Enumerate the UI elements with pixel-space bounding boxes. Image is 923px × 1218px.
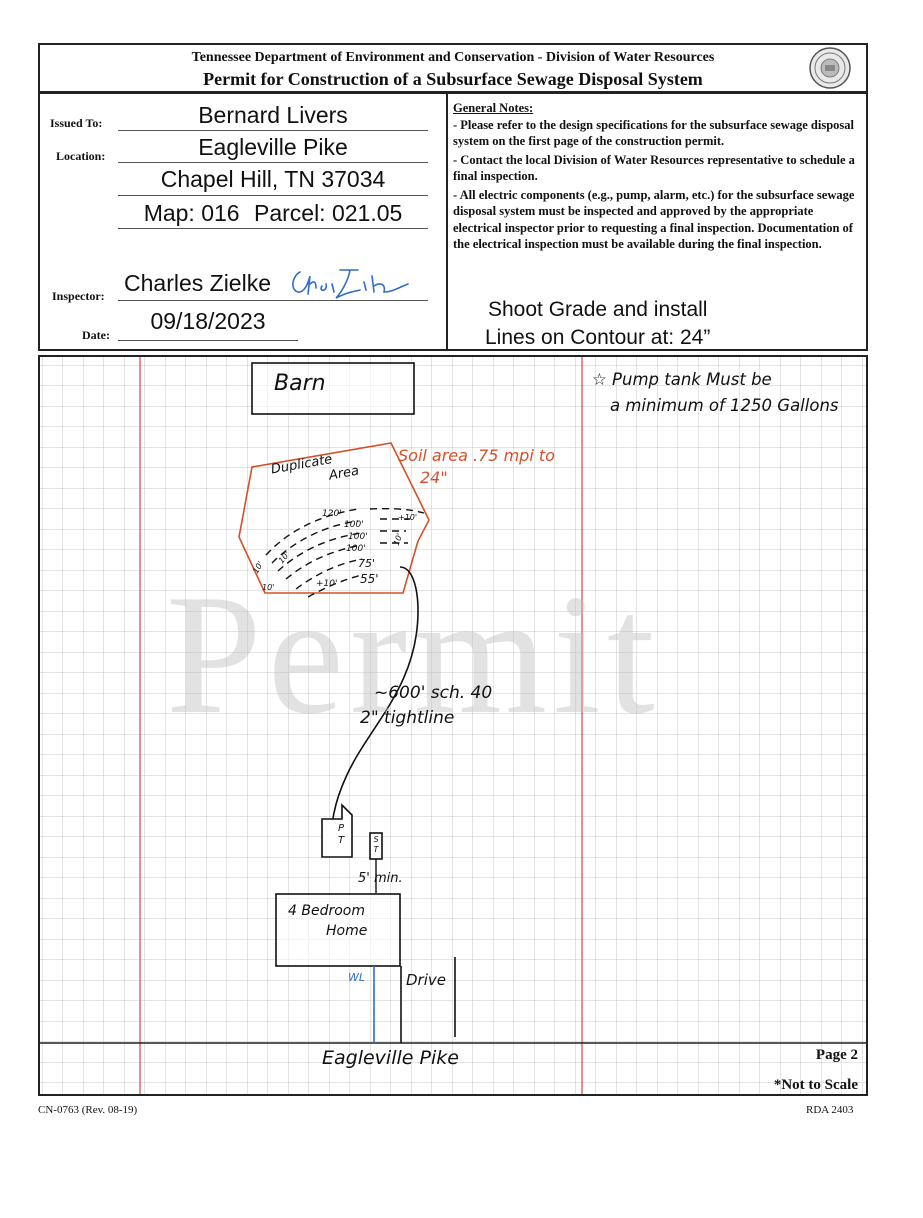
contour-label-100b: 100' [348,532,368,542]
site-sketch-box: Permit Barn ☆ Pump tank Must be a minimu… [38,355,868,1096]
state-seal-icon [809,47,851,89]
barn-outline [251,362,415,415]
date-value: 09/18/2023 [118,308,298,341]
barn-label: Barn [274,371,326,396]
septic-tank-label: S T [373,835,379,854]
drive-label: Drive [406,971,446,989]
grid-background [40,357,866,1094]
pump-tank-outline [321,803,353,858]
inspector-label: Inspector: [52,289,105,303]
info-divider [446,94,448,349]
tightline-line2: 2" tightline [360,708,455,728]
instruction-line2: Lines on Contour at: 24” [485,326,711,349]
permit-watermark: Permit [166,560,661,750]
date-label: Date: [82,328,110,342]
contour-label-100a: 100' [344,520,364,530]
tightline-line1: ~600' sch. 40 [374,683,493,703]
instruction-line1: Shoot Grade and install [488,298,708,321]
permit-title: Permit for Construction of a Subsurface … [203,69,703,89]
pump-tank-label: P T [337,823,345,846]
contour-lines [265,507,425,598]
contour-label-100c: 100' [346,544,366,554]
inspector-signature [292,269,409,299]
rda-number: RDA 2403 [806,1104,854,1116]
home-outline [275,893,401,967]
notes-heading: General Notes: [453,101,534,115]
pump-note-line1: ☆ Pump tank Must be [592,370,772,389]
corner-label-1: +10' [398,513,418,522]
inspector-name: Charles Zielke [124,270,271,296]
pump-tank-note: ☆ Pump tank Must be a minimum of 1250 Ga… [592,367,839,419]
page-number: Page 2 [815,1047,858,1063]
home-line1: 4 Bedroom [288,903,365,919]
not-to-scale: *Not to Scale [773,1077,858,1093]
setback-label: 5' min. [358,871,403,886]
general-notes: General Notes: - Please refer to the des… [453,100,861,253]
corner-label-4: 10' [262,583,275,592]
issued-to-label: Issued To: [50,116,103,130]
note-2: - Contact the local Division of Water Re… [453,152,855,184]
note-3: - All electric components (e.g., pump, a… [453,187,855,252]
location-label: Location: [56,149,106,163]
soil-area-outline [238,442,430,594]
issued-to-value: Bernard Livers [118,102,428,131]
home-label: 4 Bedroom Home [288,901,367,941]
location-line1: Eagleville Pike [118,134,428,163]
water-line-label: WL [348,971,366,984]
inspector-line: Charles Zielke [118,268,428,301]
parcel-number: Parcel: 021.05 [253,200,403,226]
agency-line: Tennessee Department of Environment and … [191,50,715,65]
corner-label-6: +10' [316,579,338,589]
map-number: Map: 016 [143,200,240,226]
header-box: Tennessee Department of Environment and … [38,43,868,93]
contour-label-120: 120' [322,509,342,519]
location-line2: Chapel Hill, TN 37034 [118,166,428,196]
tightline-pipe [330,566,419,846]
contour-instruction: Shoot Grade and install Lines on Contour… [452,296,862,352]
soil-line1: Soil area .75 mpi to [398,446,555,465]
soil-line2: 24" [420,468,448,487]
form-id: CN-0763 (Rev. 08-19) [38,1104,138,1116]
contour-label-75: 75' [358,557,376,570]
tightline-label: ~600' sch. 40 2" tightline [360,681,492,731]
contour-label-55: 55' [360,572,379,586]
sketch-canvas [40,357,866,1094]
note-1: - Please refer to the design specificati… [453,117,855,149]
home-line2: Home [326,923,368,939]
pump-note-line2: a minimum of 1250 Gallons [610,396,839,415]
info-box: Issued To: Bernard Livers Location: Eagl… [38,92,868,351]
soil-area-label: Soil area .75 mpi to 24" [398,445,555,489]
map-parcel: Map: 016 Parcel: 021.05 [118,200,428,229]
road-label: Eagleville Pike [322,1047,459,1069]
